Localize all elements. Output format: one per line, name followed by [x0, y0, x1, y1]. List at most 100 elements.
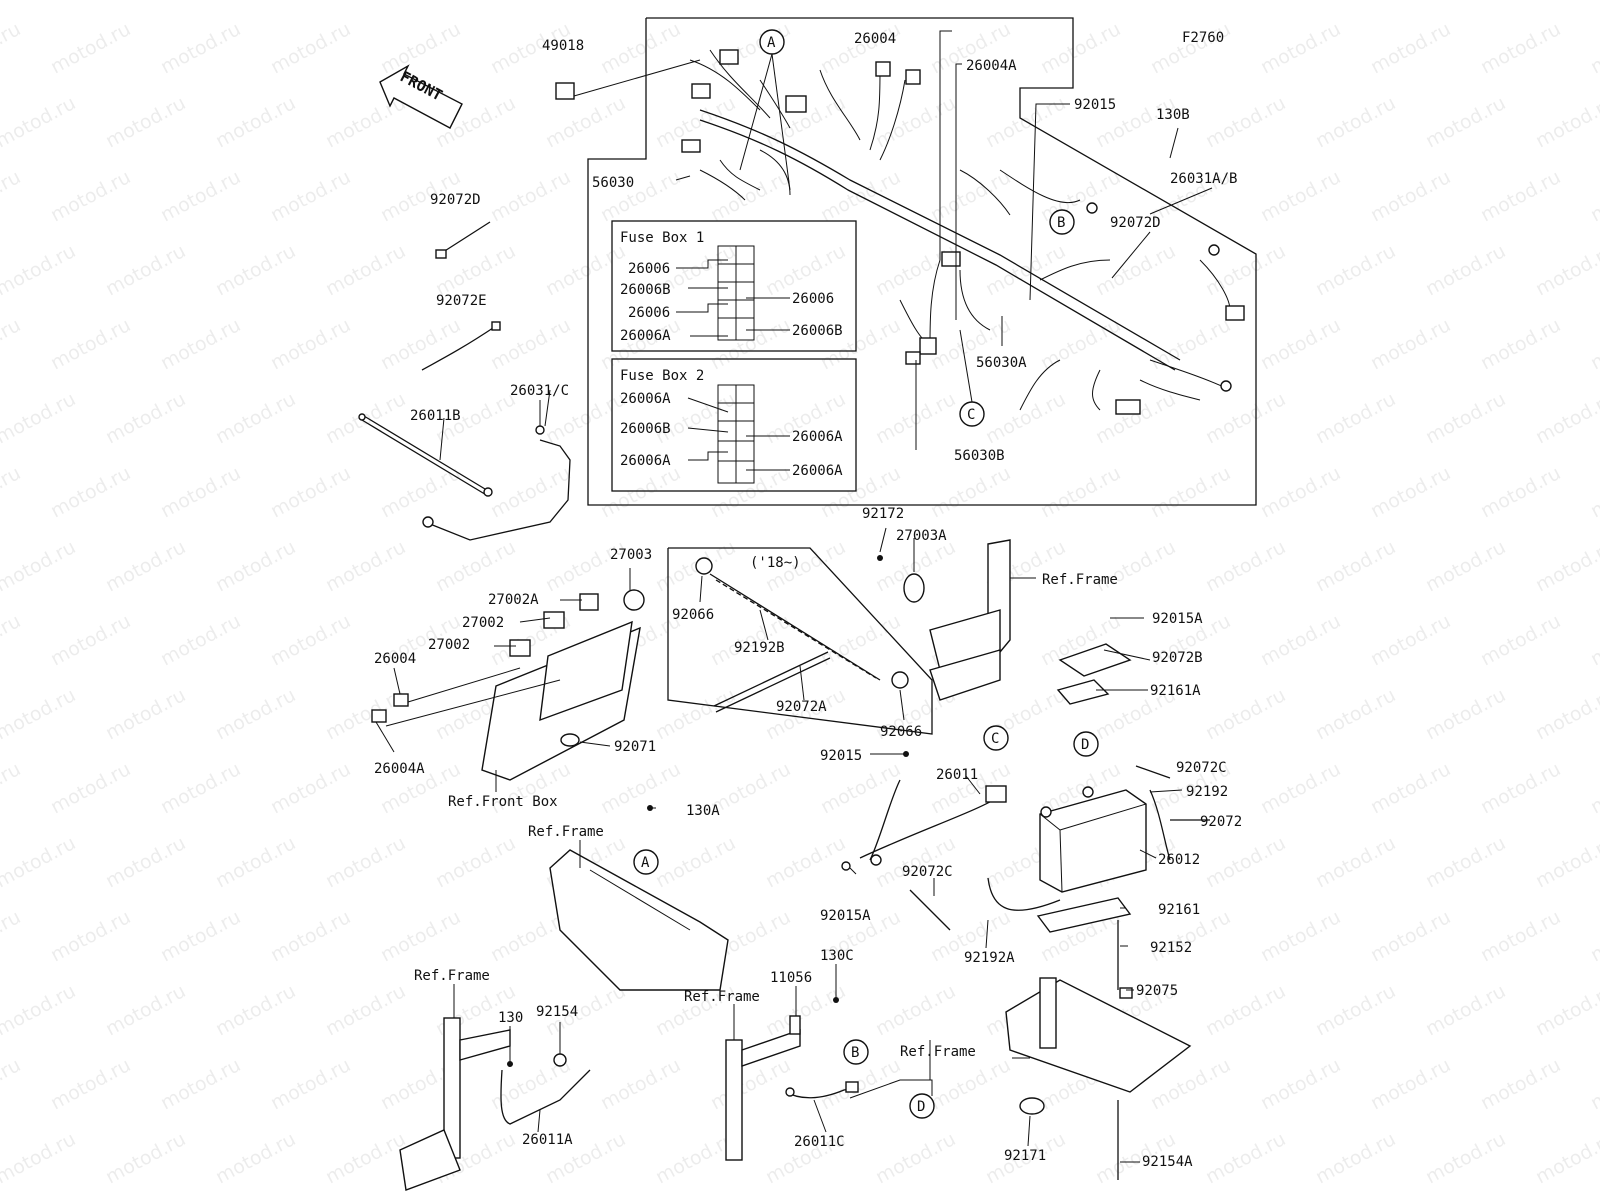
- label-56030a: 56030A: [976, 355, 1027, 371]
- watermark-text: motod.ru: [1257, 1054, 1344, 1114]
- watermark-text: motod.ru: [157, 1054, 244, 1114]
- watermark-text: motod.ru: [1312, 832, 1399, 892]
- watermark-text: motod.ru: [982, 388, 1069, 448]
- watermark-text: motod.ru: [0, 684, 79, 744]
- label-92171: 92171: [1004, 1148, 1046, 1164]
- watermark-text: motod.ru: [1202, 536, 1289, 596]
- watermark-text: motod.ru: [102, 684, 189, 744]
- watermark-text: motod.ru: [1532, 388, 1600, 448]
- main-harness-frame: [587, 17, 1257, 506]
- watermark-text: motod.ru: [1532, 980, 1600, 1040]
- fuse1-right-2: 26006B: [792, 323, 843, 339]
- watermark-text: motod.ru: [0, 1054, 24, 1114]
- watermark-text: motod.ru: [872, 0, 959, 4]
- watermark-text: motod.ru: [1367, 758, 1454, 818]
- watermark-text: motod.ru: [1587, 758, 1600, 818]
- leader-lines: [375, 30, 1213, 1163]
- watermark-text: motod.ru: [0, 0, 79, 4]
- watermark-text: motod.ru: [157, 906, 244, 966]
- label-92161: 92161: [1158, 902, 1200, 918]
- watermark-text: motod.ru: [1422, 684, 1509, 744]
- watermark-text: motod.ru: [1422, 92, 1509, 152]
- watermark-text: motod.ru: [1422, 832, 1509, 892]
- fuse1-left-1: 26006: [628, 261, 670, 277]
- label-92072b: 92072B: [1152, 650, 1203, 666]
- watermark-text: motod.ru: [0, 832, 79, 892]
- watermark-text: motod.ru: [377, 18, 464, 78]
- watermark-text: motod.ru: [1257, 610, 1344, 670]
- watermark-text: motod.ru: [542, 240, 629, 300]
- fuse-box-1-title: Fuse Box 1: [620, 230, 704, 246]
- figure-code: F2760: [1182, 30, 1224, 46]
- watermark-text: motod.ru: [267, 610, 354, 670]
- label-92154a: 92154A: [1142, 1154, 1193, 1170]
- watermark-text: motod.ru: [1202, 388, 1289, 448]
- watermark-text: motod.ru: [157, 610, 244, 670]
- watermark-text: motod.ru: [1312, 92, 1399, 152]
- label-92075: 92075: [1136, 983, 1178, 999]
- watermark-text: motod.ru: [707, 462, 794, 522]
- watermark-text: motod.ru: [1587, 462, 1600, 522]
- label-26011b: 26011B: [410, 408, 461, 424]
- watermark-text: motod.ru: [432, 0, 519, 4]
- watermark-text: motod.ru: [0, 980, 79, 1040]
- watermark-text: motod.ru: [1312, 240, 1399, 300]
- watermark-text: motod.ru: [102, 240, 189, 300]
- label-92161a: 92161A: [1150, 683, 1201, 699]
- ref-d-bottom: D: [917, 1099, 925, 1115]
- fuse1-left-4: 26006A: [620, 328, 671, 344]
- label-ref-frame-1: Ref.Frame: [1042, 572, 1118, 588]
- ref-d-mid: D: [1081, 737, 1089, 753]
- watermark-text: motod.ru: [1037, 462, 1124, 522]
- watermark-text: motod.ru: [707, 758, 794, 818]
- watermark-text: motod.ru: [1037, 18, 1124, 78]
- fuse1-left-2: 26006B: [620, 282, 671, 298]
- watermark-text: motod.ru: [872, 1128, 959, 1188]
- watermark-text: motod.ru: [47, 166, 134, 226]
- watermark-text: motod.ru: [47, 18, 134, 78]
- watermark-text: motod.ru: [47, 906, 134, 966]
- watermark-text: motod.ru: [1202, 0, 1289, 4]
- watermark-text: motod.ru: [1367, 1054, 1454, 1114]
- watermark-text: motod.ru: [652, 0, 739, 4]
- watermark-text: motod.ru: [157, 758, 244, 818]
- label-92072a: 92072A: [776, 699, 827, 715]
- label-92072d-left: 92072D: [430, 192, 481, 208]
- ref-c-top: C: [967, 407, 975, 423]
- label-130c: 130C: [820, 948, 854, 964]
- watermark-text: motod.ru: [1367, 462, 1454, 522]
- watermark-text: motod.ru: [1147, 18, 1234, 78]
- watermark-text: motod.ru: [597, 314, 684, 374]
- watermark-text: motod.ru: [212, 388, 299, 448]
- year-note: ('18~): [750, 555, 801, 571]
- watermark-text: motod.ru: [1532, 240, 1600, 300]
- watermark-text: motod.ru: [707, 166, 794, 226]
- watermark-text: motod.ru: [1257, 166, 1344, 226]
- label-26004-mid: 26004: [374, 651, 416, 667]
- ref-c-mid: C: [991, 731, 999, 747]
- label-92192b: 92192B: [734, 640, 785, 656]
- label-92072: 92072: [1200, 814, 1242, 830]
- lower-frame-mid: [725, 997, 933, 1161]
- lower-frame-left: [399, 1017, 591, 1191]
- year-note-box: ('18~): [667, 547, 933, 735]
- watermark-text: motod.ru: [762, 0, 849, 4]
- watermark-text: motod.ru: [1092, 388, 1179, 448]
- watermark-text: motod.ru: [707, 314, 794, 374]
- watermark-text: motod.ru: [267, 462, 354, 522]
- watermark-text: motod.ru: [1202, 92, 1289, 152]
- watermark-text: motod.ru: [1257, 462, 1344, 522]
- battery-assembly: [841, 643, 1210, 1180]
- label-ref-frame-4: Ref.Frame: [684, 989, 760, 1005]
- watermark-text: motod.ru: [322, 536, 409, 596]
- label-27003: 27003: [610, 547, 652, 563]
- label-92152: 92152: [1150, 940, 1192, 956]
- watermark-text: motod.ru: [652, 684, 739, 744]
- watermark-text: motod.ru: [1532, 1128, 1600, 1188]
- ref-a-top: A: [767, 35, 776, 51]
- label-26004a-top: 26004A: [966, 58, 1017, 74]
- fuse2-right-2: 26006A: [792, 463, 843, 479]
- label-92066-a: 92066: [672, 607, 714, 623]
- label-26031ab: 26031A/B: [1170, 171, 1237, 187]
- watermark-text: motod.ru: [1587, 610, 1600, 670]
